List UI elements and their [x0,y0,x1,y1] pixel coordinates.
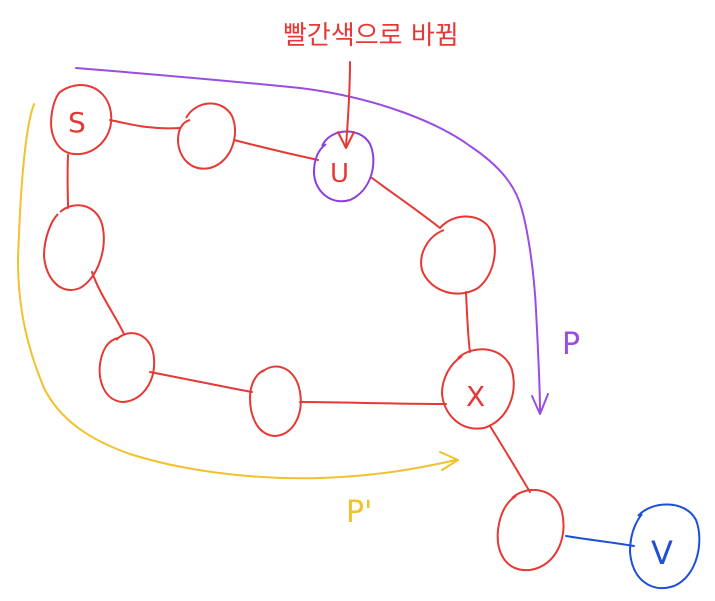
node-7 [496,489,565,572]
node-x-label: X [466,380,485,413]
node-v [628,503,701,589]
node-2 [420,215,496,295]
edge-n1-u [233,139,319,161]
node-v-label: V [651,534,673,572]
path-p-prime-arrowhead [439,451,459,471]
edge-n2-x [465,291,471,353]
path-p-prime-curve [17,103,457,480]
annotation-arrow-shaft [345,61,351,147]
node-s [50,84,113,156]
edge-u-n2 [371,177,441,229]
path-p-arrow [75,67,549,415]
node-1 [176,102,236,170]
path-p-prime-arrow [17,103,459,480]
edge-n6-n5 [149,371,253,393]
red-nodes [42,84,565,572]
node-u-label: U [330,159,349,189]
edge-x-n6 [299,401,447,405]
edge-n5-n4 [91,271,125,335]
annotation-text: 빨간색으로 바뀜 [283,21,459,51]
edge-n7-v [565,535,635,547]
red-edges [66,119,531,493]
annotation-arrow-head [337,131,355,149]
node-4 [42,204,105,291]
annotation-arrow [337,61,355,149]
node-s-label: S [68,106,86,139]
path-p-arrowhead [531,393,549,415]
path-p-label: P [562,327,580,362]
path-p-curve [75,67,541,413]
node-6 [248,365,302,438]
node-u [312,130,375,203]
node-x [440,348,515,430]
edge-x-n7 [489,425,531,493]
node-5 [98,332,156,404]
edge-s-n1 [109,119,181,130]
path-p-prime-label: P' [346,495,372,530]
